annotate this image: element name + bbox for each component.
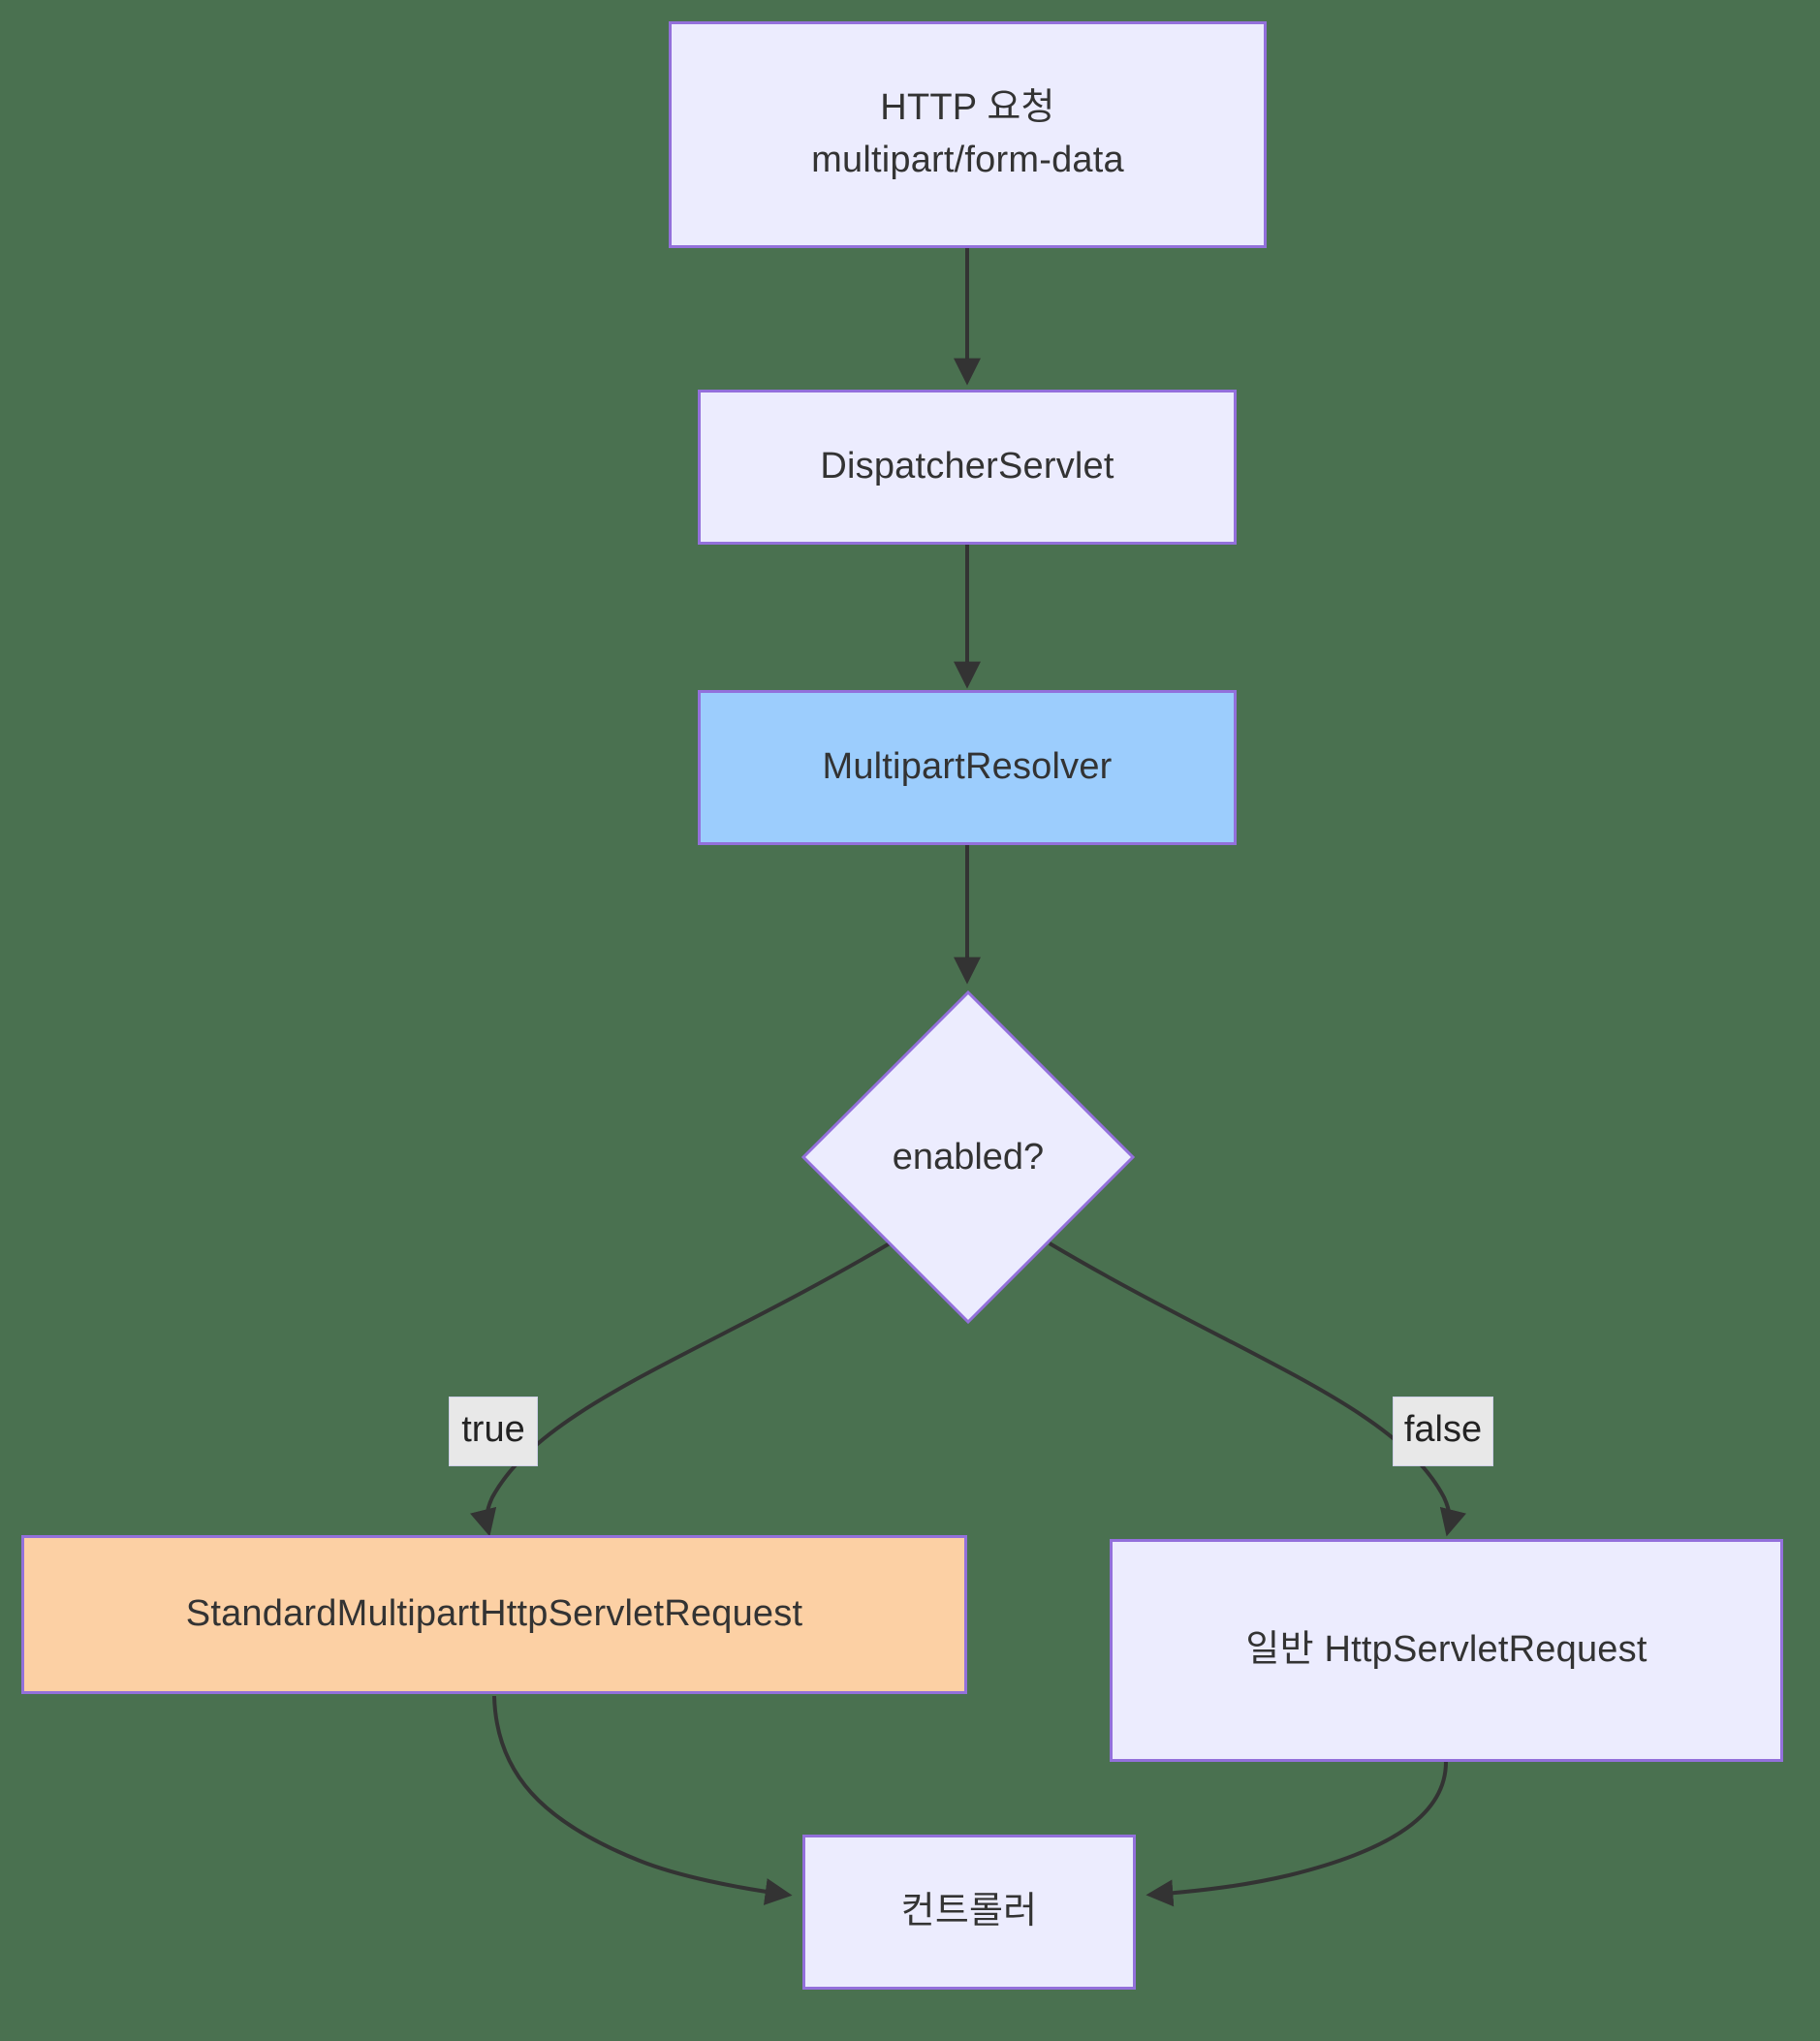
node-controller-label: 컨트롤러 <box>900 1891 1038 1932</box>
node-http-request[interactable]: HTTP 요청 multipart/form-data <box>669 21 1267 248</box>
edge-label-true: true <box>449 1397 538 1466</box>
edge-label-false: false <box>1393 1397 1493 1466</box>
node-multipart-resolver[interactable]: MultipartResolver <box>698 690 1237 845</box>
node-multipart-resolver-label: MultipartResolver <box>822 746 1113 788</box>
node-plain-http-request-label: 일반 HttpServletRequest <box>1245 1629 1647 1671</box>
edge-label-false-text: false <box>1403 1409 1483 1450</box>
node-http-request-text: HTTP 요청 multipart/form-data <box>811 82 1124 187</box>
node-dispatcher-servlet[interactable]: DispatcherServlet <box>698 390 1237 545</box>
node-dispatcher-servlet-label: DispatcherServlet <box>820 446 1114 487</box>
node-http-request-line2: multipart/form-data <box>811 140 1124 180</box>
node-enabled-decision-label: enabled? <box>892 1136 1045 1178</box>
node-enabled-decision[interactable]: enabled? <box>800 989 1137 1326</box>
node-controller[interactable]: 컨트롤러 <box>802 1835 1136 1990</box>
edge-label-true-text: true <box>461 1409 525 1450</box>
node-standard-multipart-request-label: StandardMultipartHttpServletRequest <box>185 1593 803 1635</box>
diamond-shape <box>800 989 1136 1325</box>
node-plain-http-request[interactable]: 일반 HttpServletRequest <box>1110 1539 1783 1762</box>
edge-plain-to-controller <box>1145 1761 1448 1907</box>
edge-standard-to-controller <box>492 1695 793 1905</box>
node-standard-multipart-request[interactable]: StandardMultipartHttpServletRequest <box>21 1535 967 1694</box>
node-http-request-line1: HTTP 요청 <box>880 87 1055 129</box>
